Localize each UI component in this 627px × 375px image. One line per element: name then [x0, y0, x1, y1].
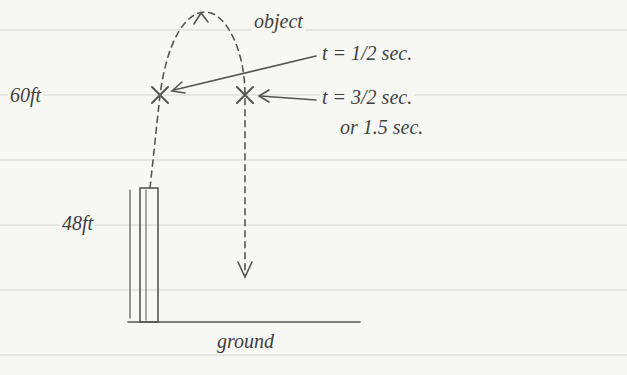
- trajectory: [150, 12, 245, 275]
- sketch-label: or 1.5 sec.: [338, 116, 425, 139]
- up-arrowhead: [194, 13, 208, 24]
- sketch-label: t = 1/2 sec.: [320, 42, 414, 65]
- down-arrowhead: [238, 262, 252, 277]
- tower: [140, 188, 158, 322]
- x-mark: [152, 87, 168, 103]
- leader-line: [260, 96, 316, 100]
- leader-arrowhead: [172, 82, 185, 93]
- sketch-label: 48ft: [60, 212, 95, 235]
- ground-line: [128, 321, 360, 323]
- tower-shading: [146, 190, 147, 320]
- ruled-lines: [0, 30, 627, 355]
- sketch-label: object: [252, 10, 305, 33]
- sketch-label: t = 3/2 sec.: [320, 86, 414, 109]
- leader-arrowhead: [259, 90, 269, 102]
- x-mark: [237, 87, 253, 103]
- leader-line: [174, 56, 316, 90]
- height-marker: [129, 190, 130, 318]
- sketch-label: ground: [215, 330, 276, 353]
- sketch-label: 60ft: [8, 84, 43, 107]
